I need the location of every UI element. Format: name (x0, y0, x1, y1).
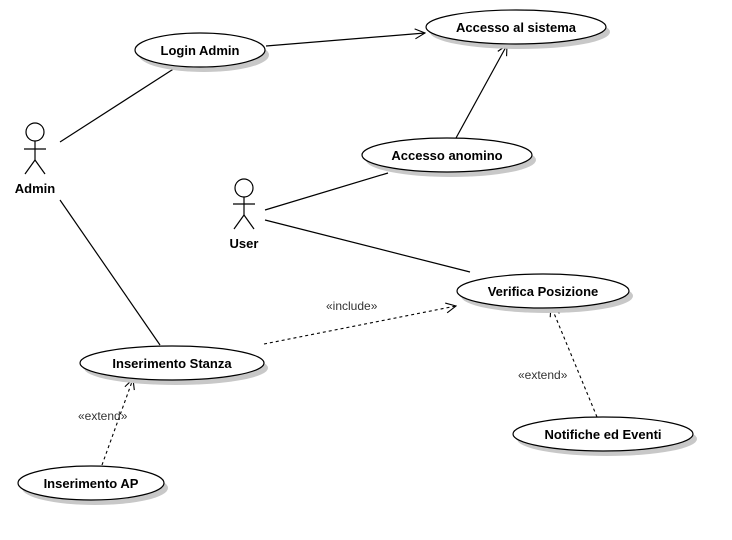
use-case-inserimento-ap[interactable]: Inserimento AP (17, 465, 168, 505)
actor-admin[interactable]: Admin (15, 122, 56, 196)
use-case-label: Accesso al sistema (456, 20, 577, 35)
actor-user[interactable]: User (230, 178, 259, 251)
use-case-label: Verifica Posizione (488, 284, 599, 299)
arrow-anonimo-to-accesso-sistema (455, 45, 507, 139)
assoc-admin-inserimento-stanza (59, 199, 161, 346)
assoc-user-verifica-posizione (264, 219, 471, 273)
actor-label: Admin (15, 181, 56, 196)
use-case-inserimento-stanza[interactable]: Inserimento Stanza (79, 345, 268, 385)
use-case-label: Notifiche ed Eventi (544, 427, 661, 442)
assoc-admin-login (59, 67, 176, 143)
extend-label-ap: «extend» (78, 409, 128, 423)
stick-figure-icon (24, 122, 46, 175)
use-case-accesso-sistema[interactable]: Accesso al sistema (425, 9, 610, 49)
assoc-user-accesso-anonimo (264, 172, 389, 211)
extend-arrow-notifiche (551, 306, 598, 418)
include-arrow (263, 306, 456, 345)
actor-label: User (230, 236, 259, 251)
use-case-label: Accesso anomino (391, 148, 502, 163)
use-case-label: Login Admin (161, 43, 240, 58)
use-case-accesso-anonimo[interactable]: Accesso anomino (361, 137, 536, 177)
arrow-login-to-accesso-sistema (265, 33, 425, 47)
use-case-notifiche-eventi[interactable]: Notifiche ed Eventi (512, 416, 697, 456)
stick-figure-icon (233, 178, 255, 230)
use-case-verifica-posizione[interactable]: Verifica Posizione (456, 273, 633, 313)
include-label: «include» (326, 299, 378, 313)
use-case-login-admin[interactable]: Login Admin (134, 32, 269, 72)
extend-label-notifiche: «extend» (518, 368, 568, 382)
use-case-label: Inserimento Stanza (112, 356, 232, 371)
use-case-label: Inserimento AP (44, 476, 139, 491)
